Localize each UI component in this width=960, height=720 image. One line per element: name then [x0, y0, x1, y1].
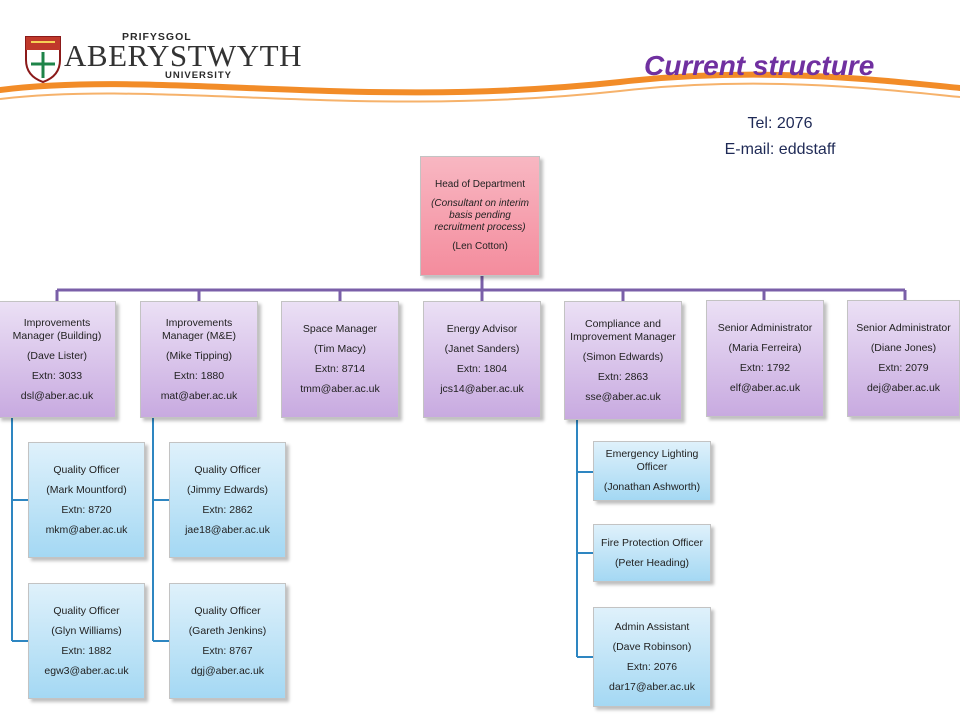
- node-title: Senior Administrator: [856, 322, 951, 334]
- node-title: Admin Assistant: [614, 620, 690, 633]
- node-title: Quality Officer: [194, 463, 261, 476]
- node-title: Quality Officer: [53, 463, 120, 476]
- org-connectors: [55, 276, 907, 301]
- node-extension: Extn: 2079: [878, 362, 929, 374]
- manager-box-space: Space Manager (Tim Macy) Extn: 8714 tmm@…: [281, 301, 399, 418]
- manager-box-me: Improvements Manager (M&E) (Mike Tipping…: [140, 301, 258, 418]
- node-title: Space Manager: [302, 323, 378, 335]
- node-title: Fire Protection Officer: [601, 536, 703, 549]
- node-email: egw3@aber.ac.uk: [44, 664, 129, 677]
- node-person: (Tim Macy): [313, 343, 367, 355]
- fire-protection-officer-box: Fire Protection Officer (Peter Heading): [593, 524, 711, 582]
- node-email: dej@aber.ac.uk: [866, 382, 941, 394]
- node-title: Improvements Manager (M&E): [161, 316, 237, 342]
- node-email: dgj@aber.ac.uk: [190, 664, 265, 677]
- node-title: Quality Officer: [194, 604, 261, 617]
- node-email: mat@aber.ac.uk: [160, 389, 238, 402]
- contact-email: E-mail: eddstaff: [724, 141, 836, 158]
- node-extension: Extn: 8767: [202, 644, 253, 657]
- manager-box-compliance: Compliance and Improvement Manager (Simo…: [564, 301, 682, 420]
- manager-box-admin-ferreira: Senior Administrator (Maria Ferreira) Ex…: [706, 300, 824, 417]
- node-email: tmm@aber.ac.uk: [300, 383, 380, 395]
- node-extension: Extn: 1882: [61, 644, 112, 657]
- header-swoosh: [0, 71, 960, 96]
- page-title: Current structure: [644, 50, 875, 81]
- logo-aberystwyth-text: ABERYSTWYTH: [64, 38, 302, 73]
- header-swoosh-inner: [0, 82, 960, 103]
- logo-prifysgol-text: PRIFYSGOL: [122, 31, 192, 43]
- node-title: Energy Advisor: [446, 323, 518, 335]
- node-person: (Jimmy Edwards): [186, 483, 269, 496]
- node-extension: Extn: 1792: [739, 362, 791, 374]
- quality-officer-box-williams: Quality Officer (Glyn Williams) Extn: 18…: [28, 583, 145, 699]
- node-note: (Consultant on interim basis pending rec…: [431, 198, 529, 233]
- node-title: Compliance and Improvement Manager: [570, 317, 676, 343]
- node-extension: Extn: 2862: [202, 503, 253, 516]
- node-title: Head of Department: [434, 179, 526, 190]
- node-extension: Extn: 1880: [173, 369, 225, 382]
- node-title: Quality Officer: [53, 604, 120, 617]
- node-person: (Simon Edwards): [582, 350, 664, 363]
- emergency-lighting-officer-box: Emergency Lighting Officer (Jonathan Ash…: [593, 441, 711, 501]
- node-extension: Extn: 3033: [31, 369, 83, 382]
- node-person: (Glyn Williams): [51, 624, 122, 637]
- node-email: jae18@aber.ac.uk: [185, 523, 270, 536]
- node-extension: Extn: 8720: [61, 503, 112, 516]
- manager-box-admin-jones: Senior Administrator (Diane Jones) Extn:…: [847, 300, 960, 417]
- manager-box-energy: Energy Advisor (Janet Sanders) Extn: 180…: [423, 301, 541, 418]
- quality-officer-box-edwards: Quality Officer (Jimmy Edwards) Extn: 28…: [169, 442, 286, 558]
- contact-tel: Tel: 2076: [747, 115, 813, 132]
- node-person: (Dave Lister): [26, 349, 88, 362]
- node-email: elf@aber.ac.uk: [729, 382, 801, 394]
- node-title: Emergency Lighting Officer: [605, 448, 699, 473]
- node-extension: Extn: 2076: [626, 660, 678, 673]
- quality-officer-box-jenkins: Quality Officer (Gareth Jenkins) Extn: 8…: [169, 583, 286, 699]
- node-extension: Extn: 2863: [597, 370, 649, 383]
- node-email: dsl@aber.ac.uk: [20, 389, 94, 402]
- node-title: Senior Administrator: [717, 322, 813, 334]
- node-person: (Jonathan Ashworth): [603, 481, 701, 493]
- node-title: Improvements Manager (Building): [12, 316, 102, 342]
- shield-icon: [25, 36, 61, 84]
- node-person: (Mark Mountford): [46, 483, 127, 496]
- manager-box-building: Improvements Manager (Building) (Dave Li…: [0, 301, 116, 418]
- node-email: jcs14@aber.ac.uk: [440, 383, 524, 395]
- node-extension: Extn: 8714: [314, 363, 366, 375]
- node-person: (Len Cotton): [452, 241, 508, 252]
- node-person: (Peter Heading): [614, 556, 690, 569]
- node-email: sse@aber.ac.uk: [585, 390, 661, 403]
- admin-assistant-box: Admin Assistant (Dave Robinson) Extn: 20…: [593, 607, 711, 707]
- node-email: mkm@aber.ac.uk: [45, 523, 128, 536]
- node-email: dar17@aber.ac.uk: [609, 680, 695, 693]
- university-logo: PRIFYSGOL ABERYSTWYTH UNIVERSITY: [22, 28, 302, 88]
- node-person: (Janet Sanders): [444, 343, 520, 355]
- node-extension: Extn: 1804: [456, 363, 508, 375]
- head-of-department-box: Head of Department (Consultant on interi…: [420, 156, 540, 276]
- quality-officer-box-mountford: Quality Officer (Mark Mountford) Extn: 8…: [28, 442, 145, 558]
- logo-university-text: UNIVERSITY: [165, 70, 233, 81]
- node-person: (Diane Jones): [870, 342, 937, 354]
- node-person: (Maria Ferreira): [728, 342, 802, 354]
- node-person: (Mike Tipping): [166, 349, 232, 362]
- sub-connectors: [11, 418, 593, 658]
- node-person: (Dave Robinson): [612, 640, 692, 653]
- node-person: (Gareth Jenkins): [188, 624, 267, 637]
